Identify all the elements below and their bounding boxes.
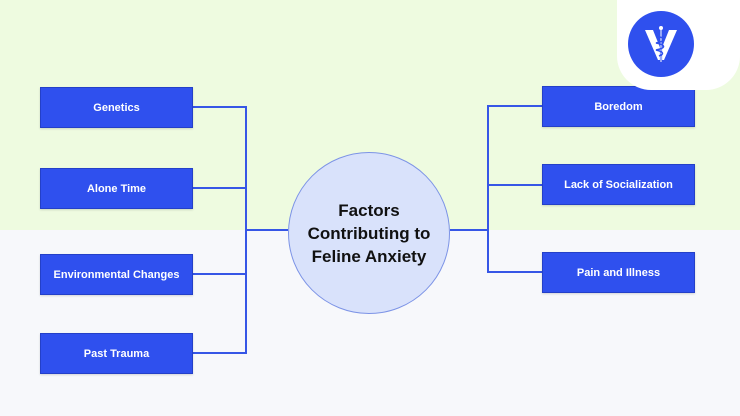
factor-label: Past Trauma [83,347,150,360]
factor-box-environmental-changes: Environmental Changes [40,254,193,295]
factor-label: Lack of Socialization [564,178,673,191]
factor-label: Environmental Changes [53,268,180,281]
factor-box-boredom: Boredom [542,86,695,127]
factor-box-genetics: Genetics [40,87,193,128]
factor-box-lack-of-socialization: Lack of Socialization [542,164,695,205]
factor-box-past-trauma: Past Trauma [40,333,193,374]
center-title: Factors Contributing to Feline Anxiety [307,200,431,266]
factor-label: Boredom [594,100,643,113]
vet-caduceus-v-logo-icon [628,11,694,77]
factor-label: Alone Time [86,182,147,195]
factor-box-pain-and-illness: Pain and Illness [542,252,695,293]
logo-glyph [645,26,677,62]
center-topic-circle: Factors Contributing to Feline Anxiety [288,152,450,314]
factor-label: Genetics [93,101,140,114]
factor-label: Pain and Illness [576,266,661,279]
factor-box-alone-time: Alone Time [40,168,193,209]
